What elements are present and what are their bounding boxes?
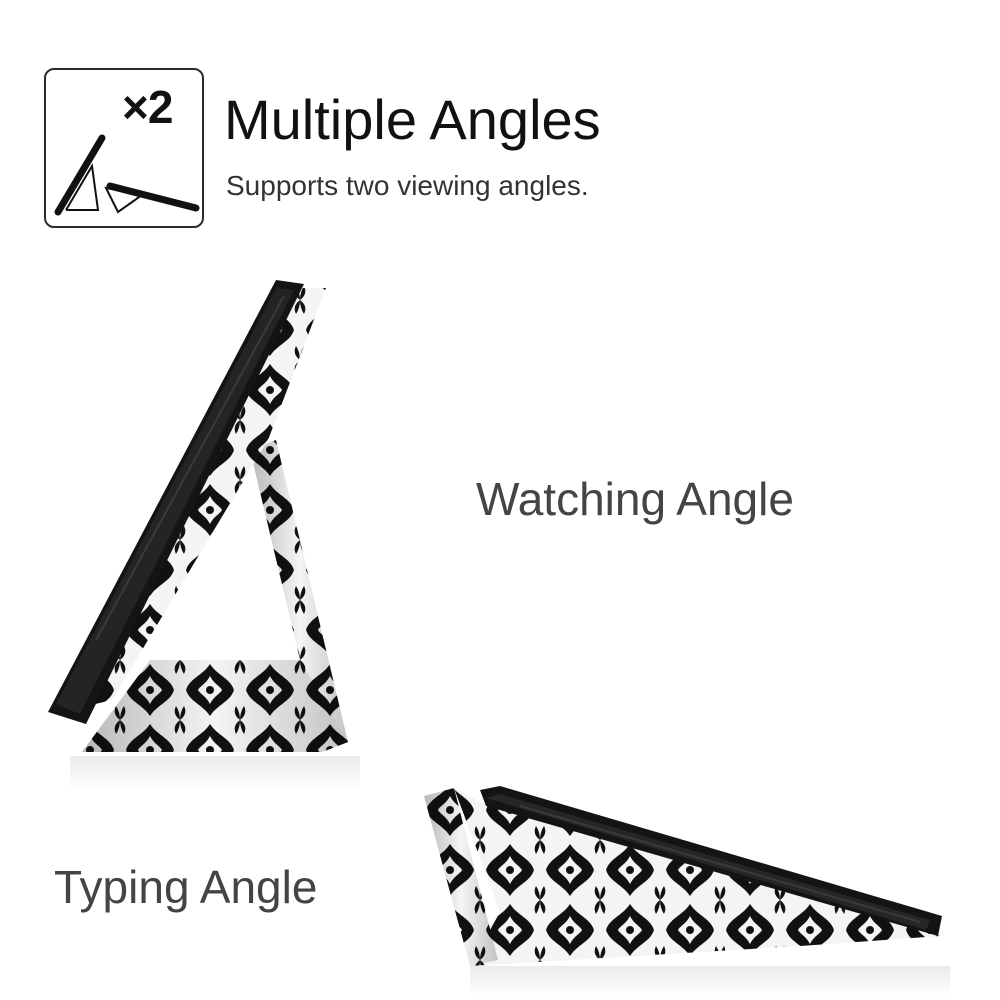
typing-angle-stand bbox=[424, 786, 950, 996]
stand-angles-icon: ×2 bbox=[44, 68, 204, 228]
page-subtitle: Supports two viewing angles. bbox=[226, 170, 589, 201]
typing-angle-label: Typing Angle bbox=[54, 861, 318, 913]
watching-angle-stand bbox=[48, 280, 360, 792]
badge-count: ×2 bbox=[122, 81, 173, 133]
stand-angles-drawing bbox=[54, 134, 200, 216]
page-title: Multiple Angles bbox=[224, 88, 601, 151]
watching-angle-label: Watching Angle bbox=[476, 473, 794, 525]
